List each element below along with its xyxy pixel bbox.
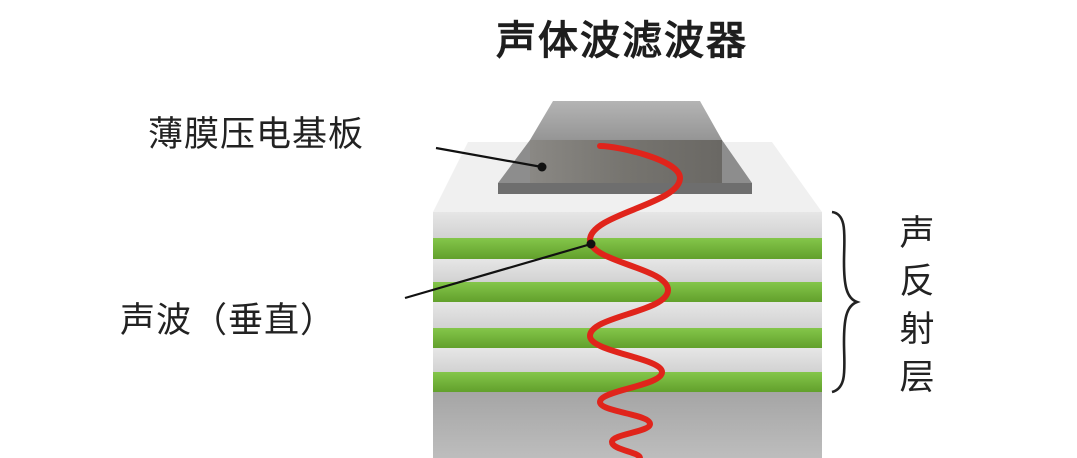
reflector-stack bbox=[433, 212, 822, 458]
leader-dot-wave bbox=[586, 239, 596, 249]
reflector-layer-green bbox=[433, 282, 822, 302]
leader-line-substrate bbox=[435, 146, 543, 169]
label-acoustic-wave: 声波（垂直） bbox=[120, 301, 337, 341]
substrate-front-face bbox=[530, 140, 722, 183]
reflector-layer-grey bbox=[433, 348, 822, 372]
substrate-top-face bbox=[530, 101, 722, 140]
label-acoustic-reflector: 声反射层 bbox=[899, 214, 935, 398]
reflector-layer-grey bbox=[433, 259, 822, 282]
leader-line-wave bbox=[404, 242, 592, 300]
substrate-base bbox=[433, 392, 822, 458]
reflector-layer-grey bbox=[433, 212, 822, 238]
reflector-layer-green bbox=[433, 328, 822, 348]
reflector-brace bbox=[831, 210, 861, 394]
reflector-layer-green bbox=[433, 238, 822, 259]
label-piezo-substrate: 薄膜压电基板 bbox=[148, 115, 365, 155]
diagram-title: 声体波滤波器 bbox=[496, 18, 748, 64]
reflector-layer-green bbox=[433, 372, 822, 392]
acoustic-wave-path bbox=[586, 143, 684, 458]
substrate-base-plate-front bbox=[498, 183, 752, 194]
piezo-substrate-block bbox=[498, 101, 752, 194]
leader-dot-substrate bbox=[537, 162, 547, 172]
